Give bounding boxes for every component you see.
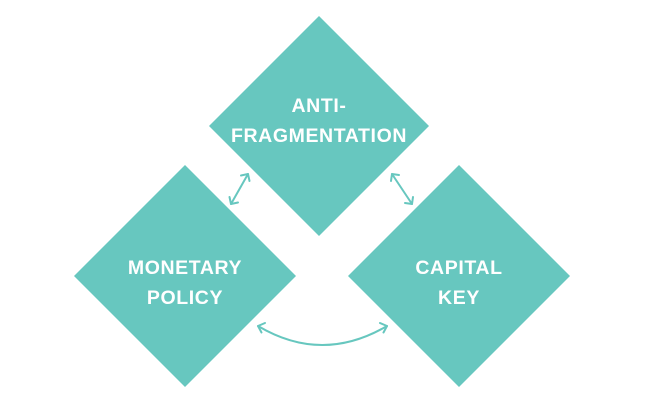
- arrowhead-icon: [228, 196, 239, 205]
- anti-fragmentation-label-line1: ANTI-: [292, 95, 347, 117]
- connector-monetary-policy-capital-key: [257, 322, 388, 346]
- anti-fragmentation-label-line2: FRAGMENTATION: [231, 125, 407, 147]
- capital-key-node: CAPITAL KEY: [348, 165, 570, 387]
- monetary-policy-diamond: [74, 165, 296, 387]
- arrowhead-icon: [379, 322, 388, 334]
- connector-anti-fragmentation-monetary-policy: [228, 173, 251, 205]
- capital-key-diamond: [348, 165, 570, 387]
- arrowhead-icon: [240, 173, 251, 182]
- monetary-policy-label-line1: MONETARY: [128, 257, 242, 279]
- anti-fragmentation-diamond: [209, 16, 429, 236]
- arrowhead-icon: [257, 322, 266, 334]
- double-arrow-icon: [391, 173, 413, 205]
- capital-key-label-line1: CAPITAL: [415, 257, 502, 279]
- curved-double-arrow-icon: [257, 325, 388, 346]
- capital-key-label-line2: KEY: [438, 287, 480, 309]
- double-arrow-icon: [230, 173, 249, 205]
- connector-anti-fragmentation-capital-key: [390, 173, 414, 205]
- monetary-policy-label-line2: POLICY: [147, 287, 223, 309]
- monetary-policy-node: MONETARY POLICY: [74, 165, 296, 387]
- arrowhead-icon: [390, 173, 400, 182]
- arrowhead-icon: [404, 196, 414, 205]
- anti-fragmentation-node: ANTI- FRAGMENTATION: [209, 16, 429, 236]
